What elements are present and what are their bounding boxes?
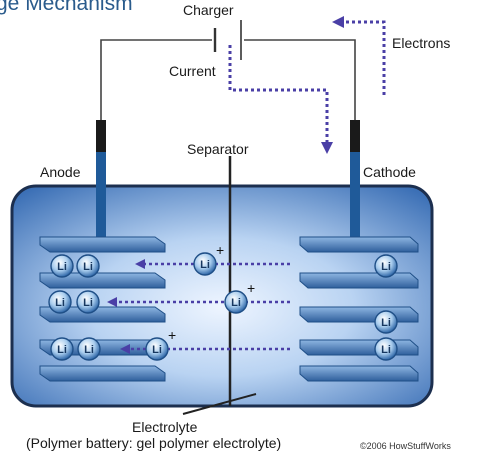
ion-symbol: Li bbox=[55, 297, 65, 309]
ion-circle bbox=[374, 310, 398, 334]
ion-circle bbox=[50, 337, 74, 361]
ion-symbol: Li bbox=[381, 317, 391, 329]
diagram-title: ge Mechanism bbox=[0, 0, 133, 15]
ion-symbol: Li bbox=[152, 344, 162, 356]
ion-symbol: Li bbox=[231, 297, 241, 309]
migrating-ion: Li + bbox=[193, 242, 224, 276]
ion-circle bbox=[77, 337, 101, 361]
lithium-ion: Li bbox=[48, 290, 72, 314]
lithium-ion: Li bbox=[50, 337, 74, 361]
ion-symbol: Li bbox=[84, 344, 94, 356]
lithium-ion: Li bbox=[77, 337, 101, 361]
anode-wire bbox=[100, 39, 212, 154]
lithium-ion: Li bbox=[374, 310, 398, 334]
lithium-ion: Li bbox=[50, 254, 74, 278]
current-arrow bbox=[228, 45, 333, 154]
lithium-ion: Li bbox=[76, 290, 100, 314]
lithium-ion: Li bbox=[374, 254, 398, 278]
electrolyte-label: Electrolyte bbox=[132, 419, 198, 435]
cathode-label: Cathode bbox=[363, 164, 416, 180]
electrons-arrow bbox=[332, 15, 386, 95]
ion-symbol: Li bbox=[83, 297, 93, 309]
ion-charge: + bbox=[247, 280, 255, 296]
ion-symbol: Li bbox=[381, 261, 391, 273]
electrolyte-pointer bbox=[182, 393, 257, 415]
anode-plate bbox=[39, 365, 166, 382]
charger-label: Charger bbox=[183, 2, 234, 18]
cathode-plate bbox=[299, 272, 419, 289]
cathode-plate bbox=[299, 365, 419, 382]
electrolyte-note: (Polymer battery: gel polymer electrolyt… bbox=[26, 435, 282, 451]
cathode-terminal-cap bbox=[350, 120, 360, 154]
ion-symbol: Li bbox=[57, 261, 67, 273]
ion-symbol: Li bbox=[83, 261, 93, 273]
electrons-label: Electrons bbox=[392, 35, 451, 51]
cathode-rod bbox=[350, 152, 360, 244]
lithium-ion: Li bbox=[76, 254, 100, 278]
anode-rod bbox=[96, 152, 106, 244]
ion-circle bbox=[224, 290, 248, 314]
ion-circle bbox=[50, 254, 74, 278]
cathode-wire bbox=[244, 39, 356, 154]
ion-circle bbox=[76, 290, 100, 314]
cathode-plate bbox=[299, 339, 419, 356]
ion-circle bbox=[48, 290, 72, 314]
cathode-plate bbox=[299, 306, 419, 323]
migrating-ion: Li + bbox=[145, 327, 176, 361]
ion-symbol: Li bbox=[57, 344, 67, 356]
current-label: Current bbox=[169, 63, 216, 79]
anode-plate bbox=[39, 306, 166, 323]
migrating-ion: Li + bbox=[224, 280, 255, 314]
ion-circle bbox=[374, 254, 398, 278]
ion-symbol: Li bbox=[381, 344, 391, 356]
ion-circle bbox=[145, 337, 169, 361]
charger-symbol bbox=[213, 20, 242, 60]
ion-symbol: Li bbox=[200, 259, 210, 271]
anode-plates bbox=[39, 236, 166, 382]
ion-charge: + bbox=[216, 242, 224, 258]
separator-label: Separator bbox=[187, 141, 249, 157]
copyright-credit: ©2006 HowStuffWorks bbox=[360, 441, 451, 451]
ion-circle bbox=[193, 252, 217, 276]
anode-terminal-cap bbox=[96, 120, 106, 154]
anode-label: Anode bbox=[40, 164, 81, 180]
cathode-plate bbox=[299, 236, 419, 253]
ion-charge: + bbox=[168, 327, 176, 343]
anode-plate bbox=[39, 236, 166, 253]
lithium-ion: Li bbox=[374, 337, 398, 361]
ion-circle bbox=[76, 254, 100, 278]
anode-plate bbox=[39, 272, 166, 289]
ion-circle bbox=[374, 337, 398, 361]
cathode-plates bbox=[299, 236, 419, 382]
